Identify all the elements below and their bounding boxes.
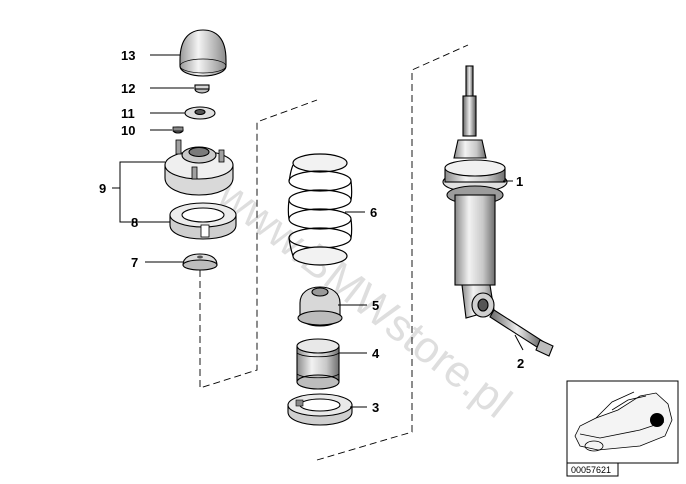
callout-12: 12: [121, 81, 135, 96]
part-3-spring-pad: [287, 393, 353, 426]
callout-4: 4: [372, 346, 380, 361]
alignment-lines: [199, 44, 469, 461]
part-10-hex-nut: [172, 126, 184, 134]
callout-labels: 13 12 11 10 9 8 7 6 5 4 3 2 1: [99, 48, 524, 415]
callout-11: 11: [121, 106, 135, 121]
callout-13: 13: [121, 48, 135, 63]
callout-6: 6: [370, 205, 377, 220]
callout-3: 3: [372, 400, 379, 415]
part-13-protective-cap: [179, 29, 227, 77]
part-7-buffer-plate: [182, 253, 218, 271]
callout-10: 10: [121, 123, 135, 138]
part-1-shock-absorber: [442, 65, 508, 319]
part-11-washer: [184, 106, 216, 120]
callout-5: 5: [372, 298, 379, 313]
spring-assembly: [287, 153, 353, 426]
callout-7: 7: [131, 255, 138, 270]
location-marker-icon: [650, 413, 664, 427]
callout-2: 2: [517, 356, 524, 371]
callout-8: 8: [131, 215, 138, 230]
part-4-protection-tube: [296, 338, 340, 390]
callout-1: 1: [516, 174, 523, 189]
vehicle-location-thumbnail: 00057621: [566, 380, 679, 477]
part-5-bump-stop: [297, 286, 343, 327]
callout-9: 9: [99, 181, 106, 196]
part-12-nut: [194, 84, 210, 94]
leader-lines: [112, 54, 524, 408]
part-9-support-bearing: [164, 139, 234, 196]
part-2-bolt: [489, 309, 554, 357]
top-mount-assembly: [164, 29, 237, 271]
drawing-number: 00057621: [571, 465, 611, 475]
part-8-ring: [169, 202, 237, 240]
car-outline-icon: [574, 391, 673, 452]
part-6-coil-spring: [287, 153, 353, 266]
